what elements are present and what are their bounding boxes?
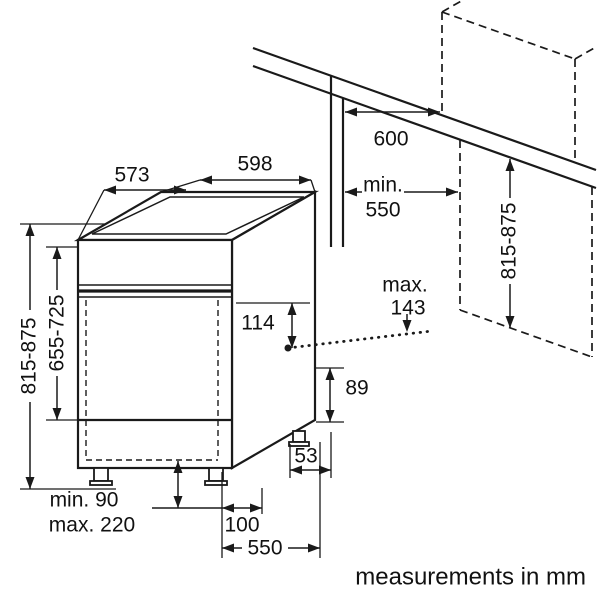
dim-rear-clearance: 89	[345, 377, 368, 400]
dim-niche-depth-min-value: 550	[365, 199, 400, 222]
dotted-reference-line	[286, 329, 434, 350]
dim-plinth-min: min. 90	[50, 489, 119, 512]
dim-rear-offset: 53	[294, 445, 317, 468]
dim-niche-depth-min-word: min.	[363, 174, 403, 197]
dim-niche-height: 815-875	[498, 202, 521, 279]
dim-front-panel-height: 655-725	[46, 294, 69, 371]
dimension-annotations	[20, 107, 515, 558]
unit-note: measurements in mm	[355, 564, 586, 591]
dim-worktop-depth: 600	[373, 128, 408, 151]
niche-side-panel	[329, 76, 345, 247]
dim-plinth-max: max. 220	[49, 514, 135, 537]
dim-appliance-height: 815-875	[18, 317, 41, 394]
dim-door-clearance: 114	[241, 312, 275, 335]
dim-service-max-value: 143	[390, 297, 425, 320]
adjustable-feet	[89, 430, 310, 486]
dim-front-offset: 100	[224, 514, 259, 537]
worktop-lines	[252, 46, 597, 190]
dishwasher-body	[73, 190, 320, 486]
dishwasher-top-inset	[91, 196, 305, 235]
dim-base-depth: 550	[247, 537, 282, 560]
dishwasher-front-face	[76, 238, 234, 470]
dimension-labels: 573 598 600 min. 550 815-875 655-725 815…	[18, 128, 587, 591]
dim-service-max-word: max.	[382, 274, 428, 297]
dim-top-depth: 573	[114, 164, 149, 187]
surrounding-cabinet-dashed	[441, 0, 597, 358]
dim-top-width: 598	[237, 153, 272, 176]
